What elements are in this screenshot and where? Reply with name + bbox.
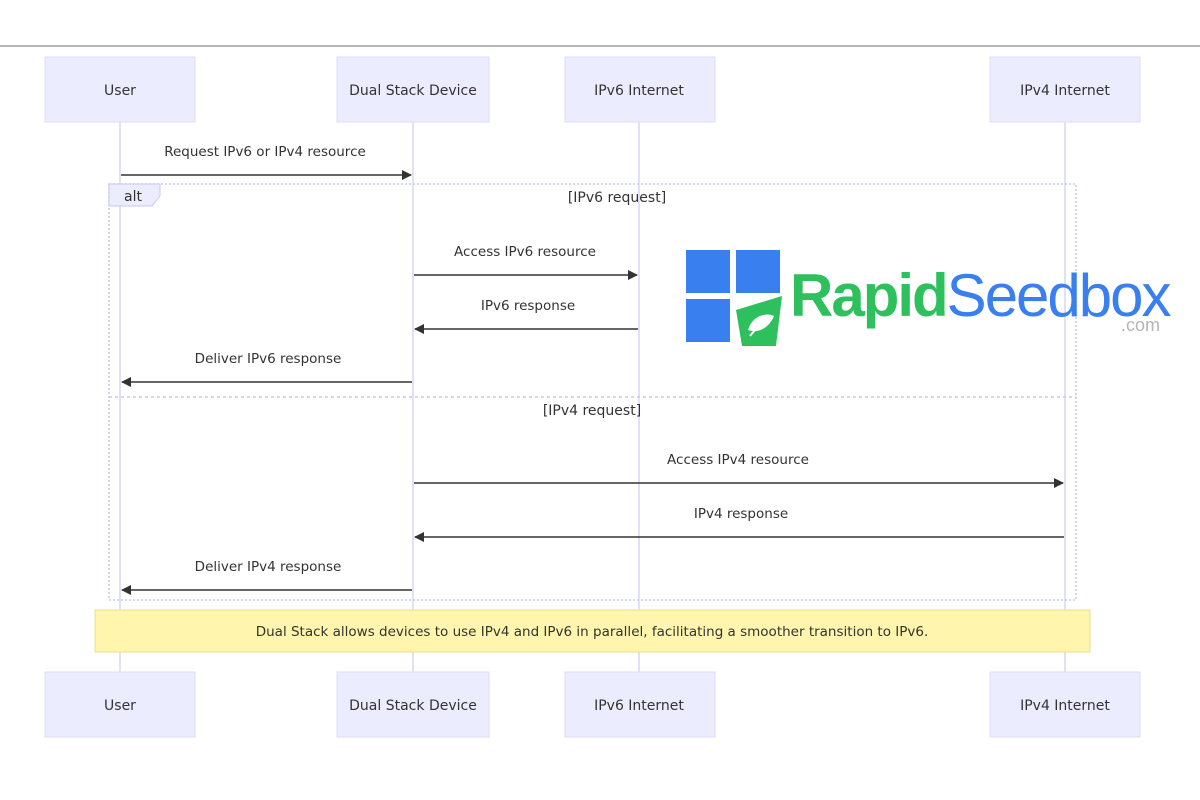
actor-label: Dual Stack Device xyxy=(349,83,477,99)
logo-word-primary: Rapid xyxy=(790,262,947,329)
logo-grid-icon xyxy=(686,250,782,346)
note-text: Dual Stack allows devices to use IPv4 an… xyxy=(256,624,929,640)
actor-label: IPv4 Internet xyxy=(1020,83,1110,99)
actor-dual-stack-device-bottom[interactable]: Dual Stack Device xyxy=(336,671,490,738)
message-label: IPv4 response xyxy=(694,506,788,522)
actor-ipv6-internet-bottom[interactable]: IPv6 Internet xyxy=(564,671,716,738)
actor-label: IPv4 Internet xyxy=(1020,698,1110,714)
actor-box xyxy=(44,671,196,738)
note-box xyxy=(94,609,1091,653)
note: Dual Stack allows devices to use IPv4 an… xyxy=(94,609,1091,653)
actor-label: User xyxy=(104,83,136,99)
message-label: Deliver IPv6 response xyxy=(195,351,342,367)
actor-box xyxy=(564,671,716,738)
alt-condition-ipv6: [IPv6 request] xyxy=(568,190,666,206)
alt-keyword: alt xyxy=(124,189,142,205)
message-label: Deliver IPv4 response xyxy=(195,559,342,575)
actor-label: Dual Stack Device xyxy=(349,698,477,714)
actor-box xyxy=(336,56,490,123)
actor-dual-stack-device-top[interactable]: Dual Stack Device xyxy=(336,56,490,123)
actor-user-top[interactable]: User xyxy=(44,56,196,123)
logo-square xyxy=(686,299,730,342)
actor-box xyxy=(989,671,1141,738)
rapidseedbox-logo: RapidSeedbox .com xyxy=(686,250,1174,346)
alt-label-tab xyxy=(108,183,161,207)
actor-label: User xyxy=(104,698,136,714)
actor-box xyxy=(989,56,1141,123)
message-label: Access IPv6 resource xyxy=(454,244,596,260)
actors-top: User Dual Stack Device IPv6 Internet IPv… xyxy=(44,56,1141,123)
message-label: Access IPv4 resource xyxy=(667,452,809,468)
alt-frame-border xyxy=(108,183,1077,601)
logo-square xyxy=(736,250,780,293)
message-label: Request IPv6 or IPv4 resource xyxy=(164,144,366,160)
alt-frame: alt [IPv6 request] [IPv4 request] xyxy=(108,183,1077,601)
logo-square xyxy=(686,250,730,293)
actor-ipv4-internet-bottom[interactable]: IPv4 Internet xyxy=(989,671,1141,738)
alt-condition-ipv4: [IPv4 request] xyxy=(543,403,641,419)
logo-tld: .com xyxy=(1121,315,1160,335)
actor-label: IPv6 Internet xyxy=(594,83,684,99)
actor-ipv4-internet-top[interactable]: IPv4 Internet xyxy=(989,56,1141,123)
logo-word-secondary: Seedbox xyxy=(947,262,1172,329)
leaf-stem-icon xyxy=(749,319,771,337)
actor-box xyxy=(564,56,716,123)
actors-bottom: User Dual Stack Device IPv6 Internet IPv… xyxy=(44,671,1141,738)
logo-wordmark: RapidSeedbox xyxy=(790,262,1172,329)
actor-box xyxy=(336,671,490,738)
actor-label: IPv6 Internet xyxy=(594,698,684,714)
message-label: IPv6 response xyxy=(481,298,575,314)
actor-ipv6-internet-top[interactable]: IPv6 Internet xyxy=(564,56,716,123)
actor-box xyxy=(44,56,196,123)
actor-user-bottom[interactable]: User xyxy=(44,671,196,738)
messages: Request IPv6 or IPv4 resource Access IPv… xyxy=(121,144,1064,595)
leaf-icon xyxy=(748,314,774,332)
